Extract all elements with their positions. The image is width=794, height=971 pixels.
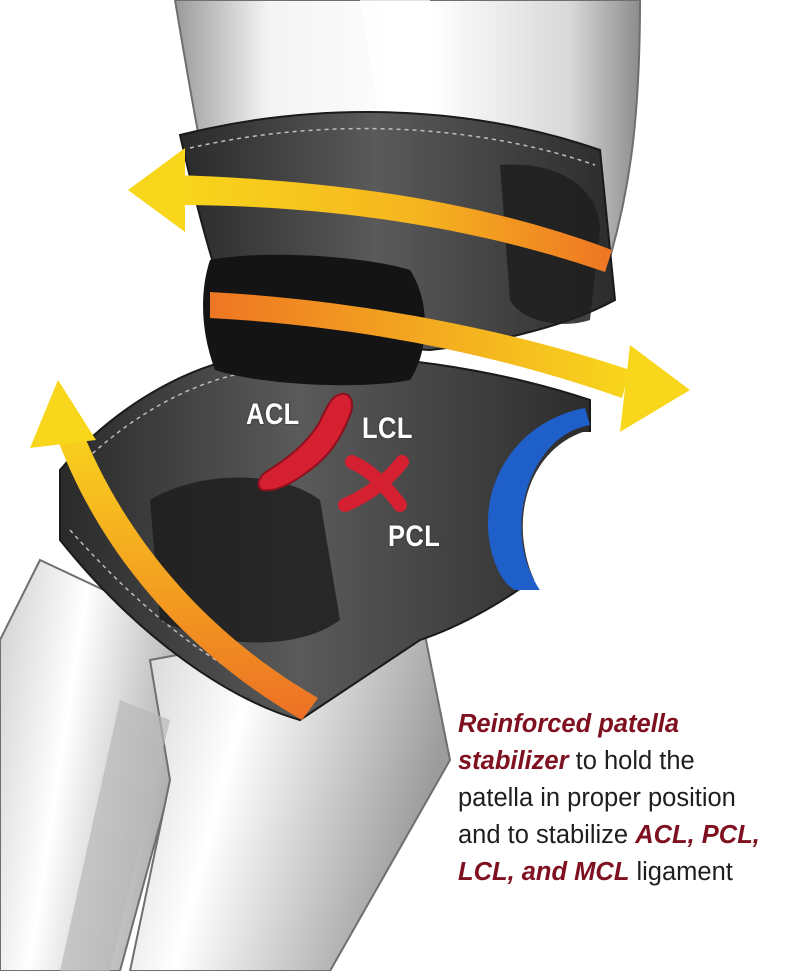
middle-compression-band (210, 292, 630, 398)
caption-line4-pre: and to stabilize (458, 821, 636, 849)
caption-line5-em: LCL, and MCL (458, 858, 630, 886)
feature-caption: Reinforced patella stabilizer to hold th… (458, 706, 788, 891)
acl-ligament-shape (257, 392, 354, 492)
top-compression-band (175, 175, 612, 272)
lcl-label: LCL (362, 412, 413, 445)
thigh-highlight (360, 0, 430, 120)
caption-line-3: patella in proper position (458, 784, 736, 812)
pcl-ligament-stroke-2 (338, 455, 409, 512)
caption-line-1: Reinforced patella (458, 706, 788, 743)
patella-stabilizer-inner (522, 432, 600, 590)
caption-line-4: and to stabilize ACL, PCL, (458, 817, 788, 854)
caption-line-5: LCL, and MCL ligament (458, 854, 788, 891)
caption-line2-em: stabilizer (458, 747, 569, 775)
caption-line-2: stabilizer to hold the (458, 743, 788, 780)
top-band-arrowhead (128, 148, 185, 232)
pcl-label: PCL (388, 520, 441, 553)
caption-line2-rest: to hold the (568, 747, 695, 775)
middle-band-arrowhead (620, 345, 690, 432)
caption-line1-em: Reinforced patella (458, 710, 680, 738)
lower-dark-pad (150, 477, 340, 643)
patella-stabilizer-ring (487, 408, 590, 590)
acl-label: ACL (246, 398, 300, 431)
shin-shadow (60, 700, 170, 971)
lower-band-arrowhead (30, 380, 96, 448)
brace-lower-stitch-2 (69, 529, 301, 701)
caption-line4-em: ACL, PCL, (635, 821, 760, 849)
lower-compression-band (55, 420, 318, 720)
caption-line5-rest: ligament (629, 858, 733, 886)
